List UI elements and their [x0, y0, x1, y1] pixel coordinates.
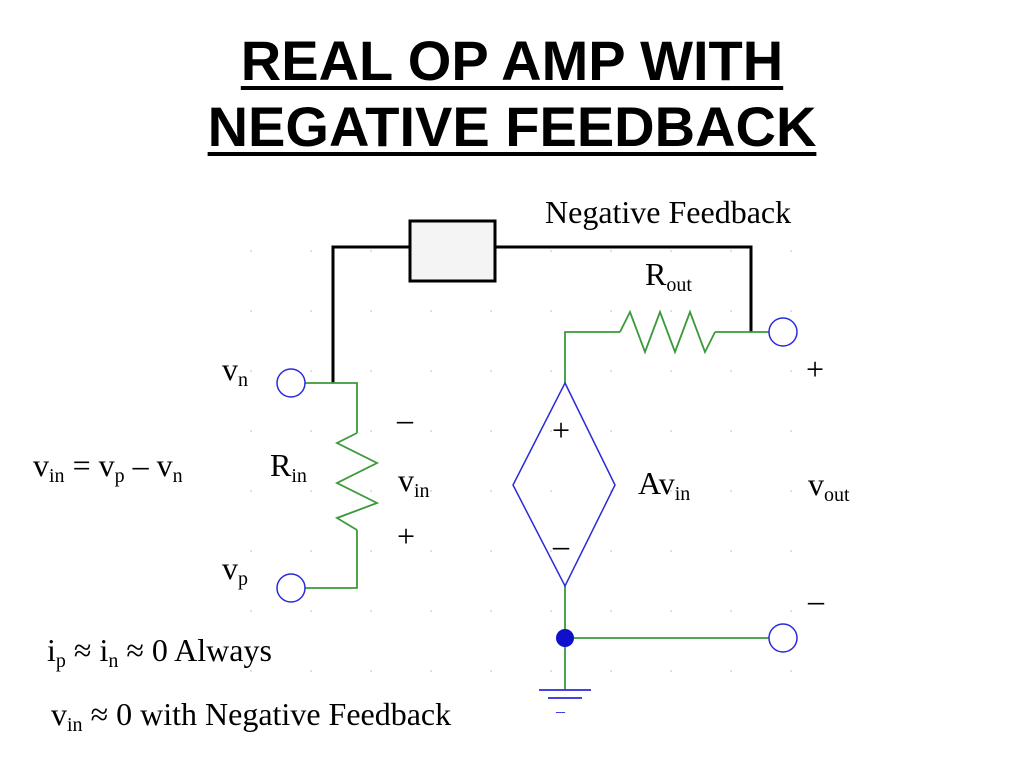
label-v-p: vp	[222, 550, 248, 590]
title-line-1: REAL OP AMP WITH	[240, 29, 784, 92]
label-gain: Avin	[638, 465, 691, 505]
feedback-path	[331, 245, 753, 383]
label-v-n: vn	[222, 351, 248, 391]
terminal-out-plus	[768, 317, 798, 347]
slide-title: REAL OP AMP WITH NEGATIVE FEEDBACK	[0, 28, 1024, 160]
label-negative-feedback: Negative Feedback	[545, 194, 792, 230]
label-source-minus: –	[553, 527, 569, 563]
statement-vin: vin ≈ 0 with Negative Feedback	[51, 696, 452, 736]
equation-vin: vin = vp – vn	[33, 447, 183, 487]
label-out-plus: +	[806, 351, 825, 387]
wire-vn-to-rin	[305, 382, 358, 433]
feedback-network-box	[408, 219, 497, 283]
title-line-2: NEGATIVE FEEDBACK	[207, 95, 817, 158]
wire-rin-to-vp	[305, 530, 358, 589]
ground-node	[556, 629, 574, 647]
label-source-plus: +	[552, 412, 571, 448]
label-ground-mark: –	[556, 701, 565, 721]
ground-symbol	[539, 689, 591, 699]
label-in-minus: –	[397, 401, 413, 437]
label-in-plus: +	[397, 518, 416, 554]
terminal-out-minus	[768, 623, 798, 653]
resistor-rin	[334, 432, 380, 531]
label-out-minus: –	[808, 582, 824, 618]
feedback-wire-left	[331, 245, 410, 383]
label-r-in: Rin	[270, 447, 307, 487]
label-v-out: vout	[808, 466, 850, 506]
output-wiring	[564, 309, 769, 690]
resistor-rout	[619, 309, 716, 355]
statement-currents: ip ≈ in ≈ 0 Always	[47, 632, 272, 672]
feedback-wire-right	[495, 245, 753, 332]
input-wiring	[305, 382, 380, 589]
label-v-in: vin	[398, 462, 430, 502]
terminal-vn	[276, 368, 306, 398]
label-r-out: Rout	[645, 256, 692, 296]
wire-source-to-rout	[564, 331, 620, 383]
terminal-vp	[276, 573, 306, 603]
dependent-source	[512, 381, 616, 588]
